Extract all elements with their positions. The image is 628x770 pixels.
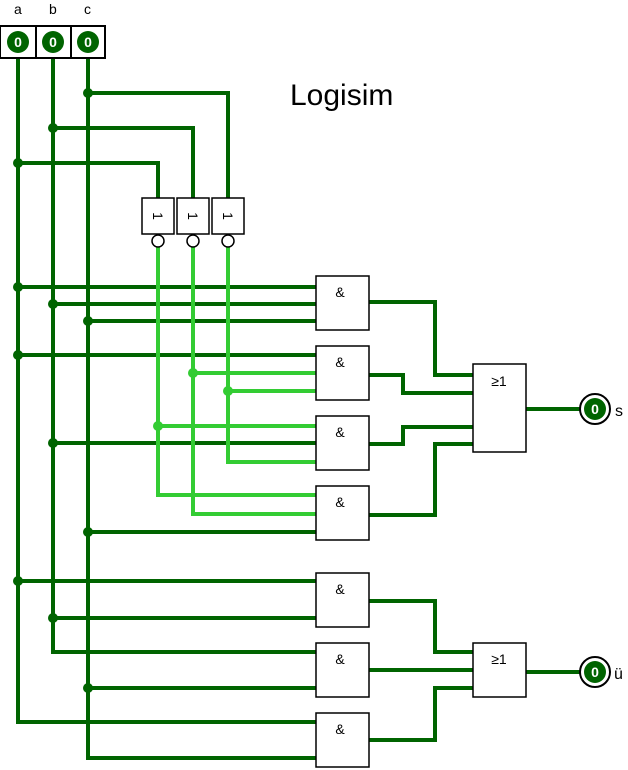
and-gate-6-symbol: & (335, 651, 345, 667)
and-gate-4-symbol: & (335, 494, 345, 510)
input-c-value: 0 (84, 34, 92, 50)
input-pin-b[interactable]: 0 (35, 25, 72, 59)
and-gate-5[interactable]: & (315, 572, 370, 628)
output-s-value: 0 (591, 401, 599, 417)
and-gate-3-symbol: & (335, 424, 345, 440)
wire-and3-out (367, 425, 475, 446)
input-pin-a[interactable]: 0 (0, 25, 37, 59)
wire-c-to-not (86, 91, 230, 200)
and-gate-5-symbol: & (335, 581, 345, 597)
junctions (13, 88, 233, 693)
not-gate-b[interactable]: 1 (176, 197, 210, 248)
wire-a-to-not (16, 161, 160, 200)
output-pin-s[interactable]: 0 (579, 393, 611, 425)
not-gate-b-symbol: 1 (185, 212, 201, 220)
input-a-value: 0 (14, 34, 22, 50)
input-b-value: 0 (49, 34, 57, 50)
or-gate-2[interactable]: ≥1 (472, 642, 527, 698)
output-u-label: ü (614, 666, 623, 683)
or-gate-1-symbol: ≥1 (491, 373, 507, 389)
and-gate-6[interactable]: & (315, 642, 370, 698)
input-c-label: c (84, 1, 91, 17)
and-gate-2-symbol: & (335, 354, 345, 370)
input-b-label: b (49, 1, 57, 17)
and-gate-7-symbol: & (335, 721, 345, 737)
input-a-label: a (14, 1, 22, 17)
not-gate-a-symbol: 1 (150, 212, 166, 220)
wire-nota-bus (156, 246, 318, 497)
output-pin-u[interactable]: 0 (579, 656, 611, 688)
not-gate-c[interactable]: 1 (211, 197, 245, 248)
and-gate-2[interactable]: & (315, 345, 370, 401)
wire-and4-out (367, 442, 475, 517)
wire-and2-out (367, 373, 475, 395)
wire-notc-bus (226, 246, 318, 464)
or-gate-2-symbol: ≥1 (491, 651, 507, 667)
and-gate-3[interactable]: & (315, 415, 370, 471)
and-gate-7[interactable]: & (315, 712, 370, 768)
low-wires (16, 56, 582, 760)
wire-and1-out (367, 300, 475, 377)
wire-notb-bus (191, 246, 318, 516)
not-gate-a[interactable]: 1 (141, 197, 175, 248)
output-u-value: 0 (591, 664, 599, 680)
and-gate-1-symbol: & (335, 284, 345, 300)
not-gate-c-symbol: 1 (220, 212, 236, 220)
or-gate-1[interactable]: ≥1 (472, 363, 527, 453)
and-gate-1[interactable]: & (315, 275, 370, 331)
high-wires (156, 246, 318, 516)
wire-b-to-not (51, 126, 195, 200)
input-pin-c[interactable]: 0 (70, 25, 106, 59)
wire-and7-out (367, 686, 475, 742)
canvas-title: Logisim (290, 79, 393, 112)
output-s-label: s (615, 403, 623, 420)
wire-and5-out (367, 599, 475, 654)
and-gate-4[interactable]: & (315, 485, 370, 541)
